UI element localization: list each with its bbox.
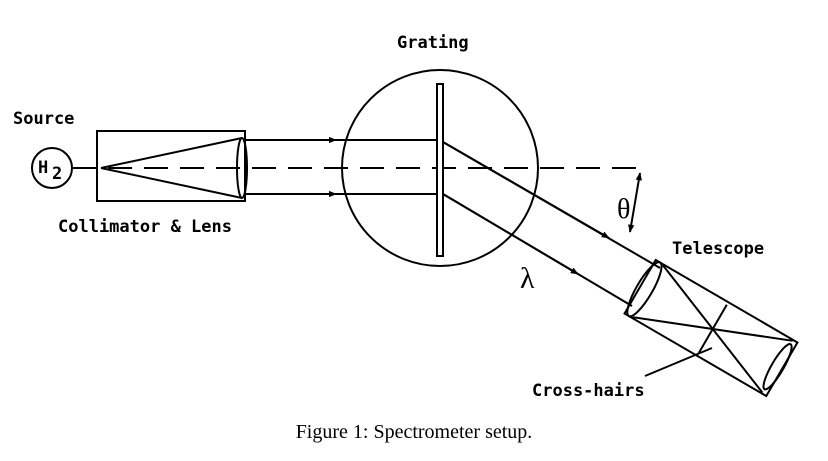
crosshairs-pointer-line (644, 347, 713, 377)
grating-element (436, 83, 444, 257)
telescope-objective-lens (626, 261, 663, 318)
crosshairs-label: Cross-hairs (532, 381, 645, 401)
figure-caption: Figure 1: Spectrometer setup. (296, 421, 533, 443)
crosshair-reticle (697, 304, 728, 354)
telescope-eyepiece (762, 343, 793, 391)
h2-letter: H (38, 158, 48, 178)
collimator-label: Collimator & Lens (58, 217, 232, 237)
telescope (623, 258, 799, 398)
theta-label: θ (617, 194, 630, 225)
collimator-cone-bottom (100, 167, 243, 199)
source-label: Source (13, 109, 74, 129)
lambda-label: λ (520, 262, 535, 295)
collimator-cone-top (100, 137, 243, 169)
telescope-label: Telescope (672, 239, 764, 259)
diffracted-arrow-top (442, 141, 610, 239)
grating-label: Grating (397, 33, 469, 53)
collimator-tube (96, 130, 246, 202)
grating-table-circle (341, 69, 539, 267)
diffracted-arrow-bottom (442, 193, 579, 275)
theta-angle-arrow (628, 172, 642, 233)
h2-subscript: 2 (52, 164, 62, 184)
